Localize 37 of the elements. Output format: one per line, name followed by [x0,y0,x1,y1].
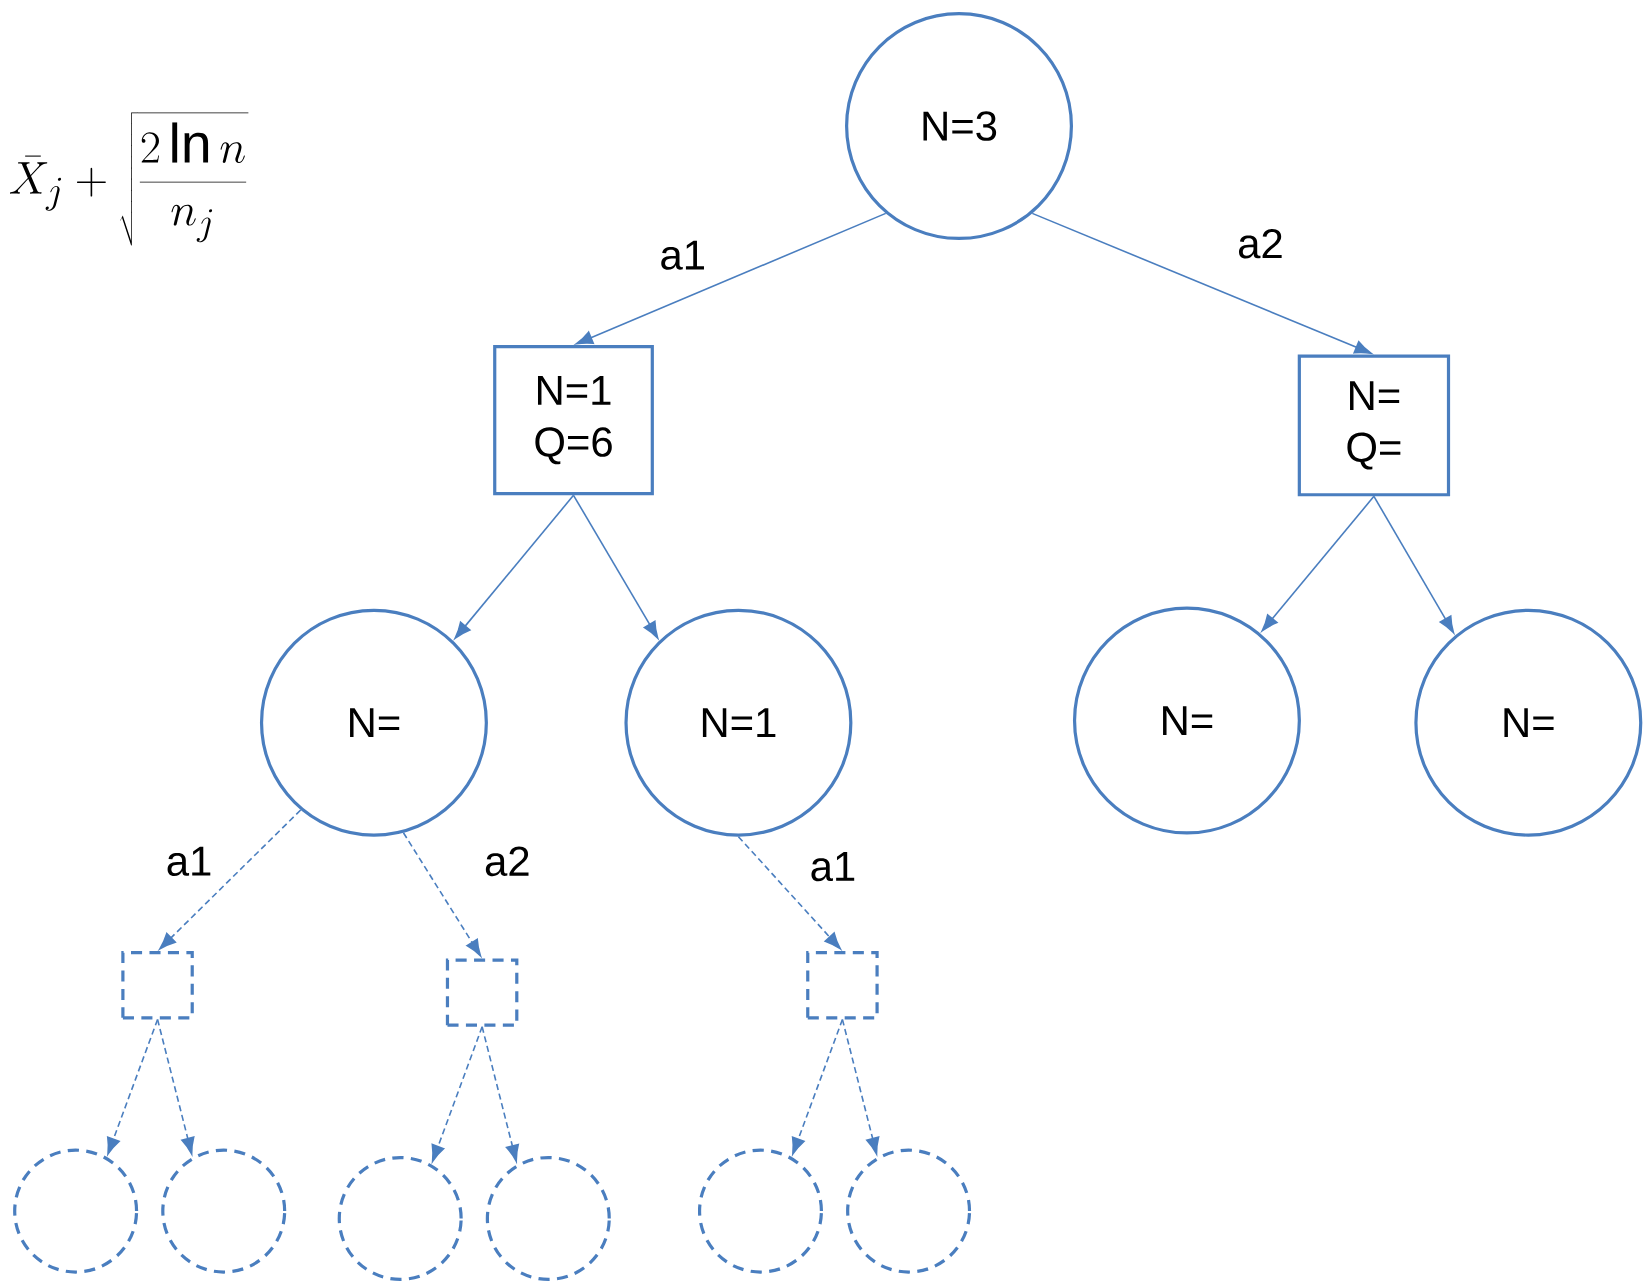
edge-label: a2 [481,844,534,879]
edge-label: a1 [163,844,215,879]
circle-node: N=1 [624,608,853,837]
arrow [481,1026,519,1163]
circle-node: N= [259,608,488,837]
box-node [806,951,879,1020]
circle-node: N= [1072,606,1301,835]
circle-node [161,1148,287,1274]
circle-node [697,1148,823,1274]
circle-node: N= [1414,608,1643,837]
arrow [454,494,575,640]
arrow [402,832,482,957]
arrow [159,809,302,950]
box-node [445,958,519,1027]
circle-node [846,1148,972,1274]
box-node: N=1 Q=6 [493,345,654,496]
box-node: N= Q= [1297,354,1451,497]
arrow [791,1018,844,1155]
arrow [572,494,659,639]
circle-node [13,1148,139,1274]
arrow [156,1018,195,1155]
arrow [575,212,887,345]
edge-label: a1 [807,849,859,884]
arrow [1031,212,1372,355]
box-node [121,951,194,1020]
arrow [737,836,841,950]
arrow [841,1018,880,1155]
circle-node: N=3 [845,12,1073,241]
arrow [431,1026,483,1163]
arrow [1373,495,1455,634]
edge-label: a2 [1234,226,1287,262]
edge-label: a1 [657,238,709,273]
arrow [1261,495,1375,632]
arrow [107,1018,159,1155]
circle-node [337,1156,463,1282]
circle-node [485,1156,611,1282]
formula: $\bar{X}_j + \sqrt{\frac{2\ln n}{n_j}}$ [9,112,249,246]
